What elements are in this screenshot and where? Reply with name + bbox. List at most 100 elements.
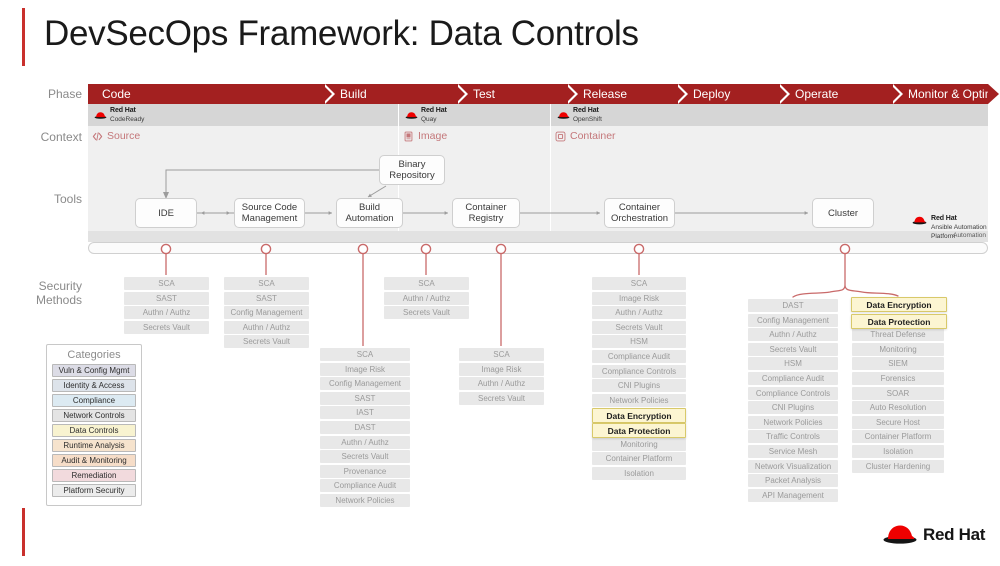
security-method-chip[interactable]: Secrets Vault <box>320 450 410 464</box>
category-legend-item[interactable]: Compliance <box>52 394 136 407</box>
security-method-chip[interactable]: Network Visualization <box>748 459 838 473</box>
security-method-chip[interactable]: Forensics <box>852 372 944 385</box>
security-method-chip[interactable]: Compliance Audit <box>592 350 686 363</box>
tool-box-ide[interactable]: IDE <box>135 198 197 228</box>
category-legend-item[interactable]: Runtime Analysis <box>52 439 136 452</box>
security-method-chip[interactable]: CNI Plugins <box>592 379 686 393</box>
security-method-chip[interactable]: Secrets Vault <box>459 391 544 405</box>
security-method-chip[interactable]: SCA <box>124 277 209 290</box>
security-method-chip[interactable]: HSM <box>748 357 838 371</box>
highlighted-security-method-chip[interactable]: Data Protection <box>851 314 947 329</box>
security-method-chip[interactable]: Container Platform <box>592 452 686 466</box>
security-method-chip[interactable]: Threat Defense <box>852 328 944 342</box>
security-method-chip[interactable]: Compliance Audit <box>320 479 410 493</box>
security-method-chip[interactable]: Authn / Authz <box>384 291 469 305</box>
security-method-chip[interactable]: Compliance Audit <box>748 372 838 385</box>
highlighted-security-method-chip[interactable]: Data Encryption <box>851 297 947 312</box>
security-method-chip[interactable]: Monitoring <box>592 437 686 451</box>
security-method-chip[interactable]: Config Management <box>748 313 838 327</box>
security-method-chip[interactable]: Data Protection <box>592 423 686 438</box>
tool-box-label: Binary <box>398 159 426 170</box>
category-legend-item[interactable]: Platform Security <box>52 484 136 497</box>
security-method-chip[interactable]: Service Mesh <box>748 445 838 458</box>
tool-box-cluster[interactable]: Cluster <box>812 198 874 228</box>
security-method-chip[interactable]: DAST <box>748 299 838 312</box>
category-legend-item[interactable]: Remediation <box>52 469 136 482</box>
security-method-chip[interactable]: SCA <box>320 348 410 361</box>
security-method-chip[interactable]: SIEM <box>852 357 944 371</box>
phase-segment-build[interactable]: Build <box>326 84 459 104</box>
security-method-chip[interactable]: Secure Host <box>852 415 944 429</box>
title-accent-bar <box>22 8 25 66</box>
security-method-chip[interactable]: Network Policies <box>592 393 686 407</box>
category-legend-item[interactable]: Audit & Monitoring <box>52 454 136 467</box>
product-brand: Red Hat <box>110 106 136 114</box>
security-method-chip[interactable]: API Management <box>748 488 838 502</box>
security-method-chip[interactable]: Traffic Controls <box>748 430 838 444</box>
security-method-chip[interactable]: SAST <box>320 391 410 405</box>
security-method-chip[interactable]: DAST <box>320 421 410 434</box>
security-method-chip[interactable]: Isolation <box>852 445 944 458</box>
security-method-chip[interactable]: Authn / Authz <box>224 320 309 334</box>
categories-title: Categories <box>67 349 121 361</box>
context-label: Container <box>570 130 616 142</box>
security-method-chip[interactable]: Authn / Authz <box>592 306 686 320</box>
phase-segment-code[interactable]: Code <box>88 84 326 104</box>
security-method-chip[interactable]: Container Platform <box>852 430 944 444</box>
security-method-chip[interactable]: Auto Resolution <box>852 401 944 415</box>
security-method-chip[interactable]: Secrets Vault <box>748 342 838 356</box>
security-method-chip[interactable]: SOAR <box>852 386 944 400</box>
security-method-chip[interactable]: Secrets Vault <box>124 320 209 334</box>
security-method-chip[interactable]: SCA <box>592 277 686 290</box>
security-method-chip[interactable]: Config Management <box>224 306 309 320</box>
security-method-chip[interactable]: Image Risk <box>592 291 686 305</box>
security-method-chip[interactable]: SCA <box>224 277 309 290</box>
security-method-chip[interactable]: Authn / Authz <box>320 435 410 449</box>
security-method-chip[interactable]: HSM <box>592 335 686 349</box>
security-method-chip[interactable]: Monitoring <box>852 342 944 356</box>
security-method-chip[interactable]: Compliance Controls <box>748 386 838 400</box>
security-method-chip[interactable]: Cluster Hardening <box>852 459 944 473</box>
security-method-chip[interactable]: Authn / Authz <box>459 377 544 391</box>
security-method-chip[interactable]: Config Management <box>320 377 410 391</box>
phase-segment-deploy[interactable]: Deploy <box>679 84 781 104</box>
security-method-chip[interactable]: Network Policies <box>320 494 410 507</box>
security-method-chip[interactable]: Data Encryption <box>592 408 686 424</box>
security-method-chip[interactable]: Provenance <box>320 464 410 478</box>
security-method-chip[interactable]: Network Policies <box>748 415 838 429</box>
phase-segment-release[interactable]: Release <box>569 84 679 104</box>
security-method-chip[interactable]: Authn / Authz <box>124 306 209 320</box>
phase-segment-operate[interactable]: Operate <box>781 84 894 104</box>
security-method-chip[interactable]: Secrets Vault <box>384 306 469 320</box>
category-legend-item[interactable]: Vuln & Config Mgmt <box>52 364 136 377</box>
phase-segment-monitor-optimize[interactable]: Monitor & Optimize <box>894 84 1000 104</box>
security-method-chip[interactable]: Packet Analysis <box>748 474 838 488</box>
security-method-chip[interactable]: Isolation <box>592 466 686 480</box>
security-method-chip[interactable]: Secrets Vault <box>224 335 309 349</box>
security-method-chip[interactable]: CNI Plugins <box>748 401 838 415</box>
security-method-chip[interactable]: Compliance Controls <box>592 364 686 378</box>
security-method-chip[interactable]: SCA <box>459 348 544 361</box>
red-hat-fedora-icon <box>94 111 107 119</box>
security-method-chip[interactable]: Secrets Vault <box>592 320 686 334</box>
phase-segment-test[interactable]: Test <box>459 84 569 104</box>
security-method-chip[interactable]: Image Risk <box>459 362 544 376</box>
category-legend-item[interactable]: Data Controls <box>52 424 136 437</box>
security-method-chip[interactable]: IAST <box>320 406 410 420</box>
tool-box-label: Source Code <box>241 202 298 213</box>
security-method-chip[interactable]: Image Risk <box>320 362 410 376</box>
footer-accent-bar <box>22 508 25 556</box>
security-method-chip[interactable]: SAST <box>124 291 209 305</box>
security-method-chip[interactable]: SCA <box>384 277 469 290</box>
security-method-chip[interactable]: Authn / Authz <box>748 328 838 342</box>
category-legend-item[interactable]: Identity & Access <box>52 379 136 392</box>
security-method-chip[interactable]: SAST <box>224 291 309 305</box>
category-legend-item[interactable]: Network Controls <box>52 409 136 422</box>
